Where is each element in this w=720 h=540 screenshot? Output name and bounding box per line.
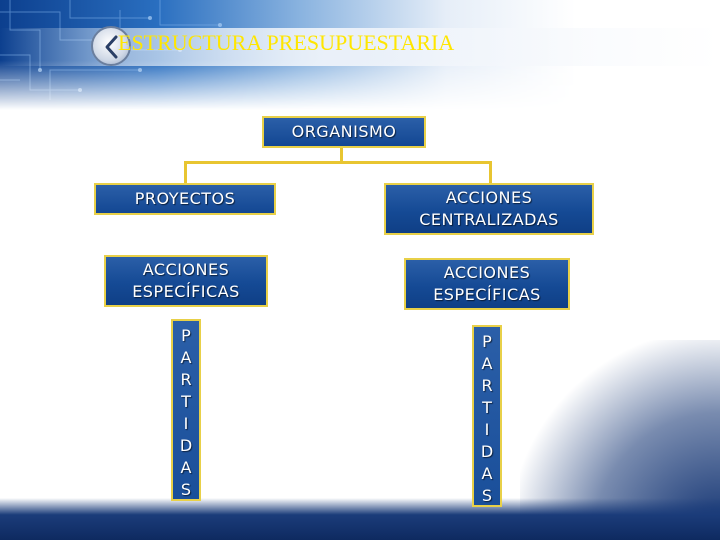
partidas-letter: R <box>180 370 192 389</box>
back-button[interactable] <box>91 26 131 66</box>
partidas-letter: T <box>181 392 191 411</box>
partidas-letter: S <box>180 480 192 499</box>
partidas-letter: P <box>181 326 191 345</box>
partidas-letter: S <box>481 486 493 505</box>
partidas-letter: A <box>481 464 493 483</box>
partidas-letter: A <box>180 458 192 477</box>
partidas-letter: A <box>481 354 493 373</box>
node-acciones-centralizadas: ACCIONES CENTRALIZADAS <box>384 183 594 235</box>
partidas-letter: I <box>484 420 490 439</box>
partidas-letter: P <box>482 332 492 351</box>
partidas-letter: D <box>480 442 494 461</box>
node-partidas-right: P A R T I D A S <box>472 325 502 507</box>
partidas-letter: D <box>179 436 193 455</box>
node-label: ACCIONES ESPECÍFICAS <box>132 260 240 301</box>
node-acciones-especificas-right: ACCIONES ESPECÍFICAS <box>404 258 570 310</box>
partidas-letter: I <box>183 414 189 433</box>
node-label: ACCIONES CENTRALIZADAS <box>419 188 559 229</box>
node-acciones-especificas-left: ACCIONES ESPECÍFICAS <box>104 255 268 307</box>
chevron-left-icon <box>105 35 118 59</box>
partidas-letter: A <box>180 348 192 367</box>
partidas-letter: R <box>481 376 493 395</box>
node-label: PROYECTOS <box>134 189 236 208</box>
node-partidas-left: P A R T I D A S <box>171 319 201 501</box>
footer-band <box>0 498 720 540</box>
connector-right-down <box>489 161 492 183</box>
connector-horizontal <box>184 161 492 164</box>
node-organismo: ORGANISMO <box>262 116 426 148</box>
connector-root-down <box>340 146 343 164</box>
connector-left-down <box>184 161 187 183</box>
slide-title: ESTRUCTURA PRESUPUESTARIA <box>118 30 455 55</box>
node-label: ORGANISMO <box>291 122 397 141</box>
node-label: ACCIONES ESPECÍFICAS <box>433 263 541 304</box>
partidas-letter: T <box>482 398 492 417</box>
node-proyectos: PROYECTOS <box>94 183 276 215</box>
